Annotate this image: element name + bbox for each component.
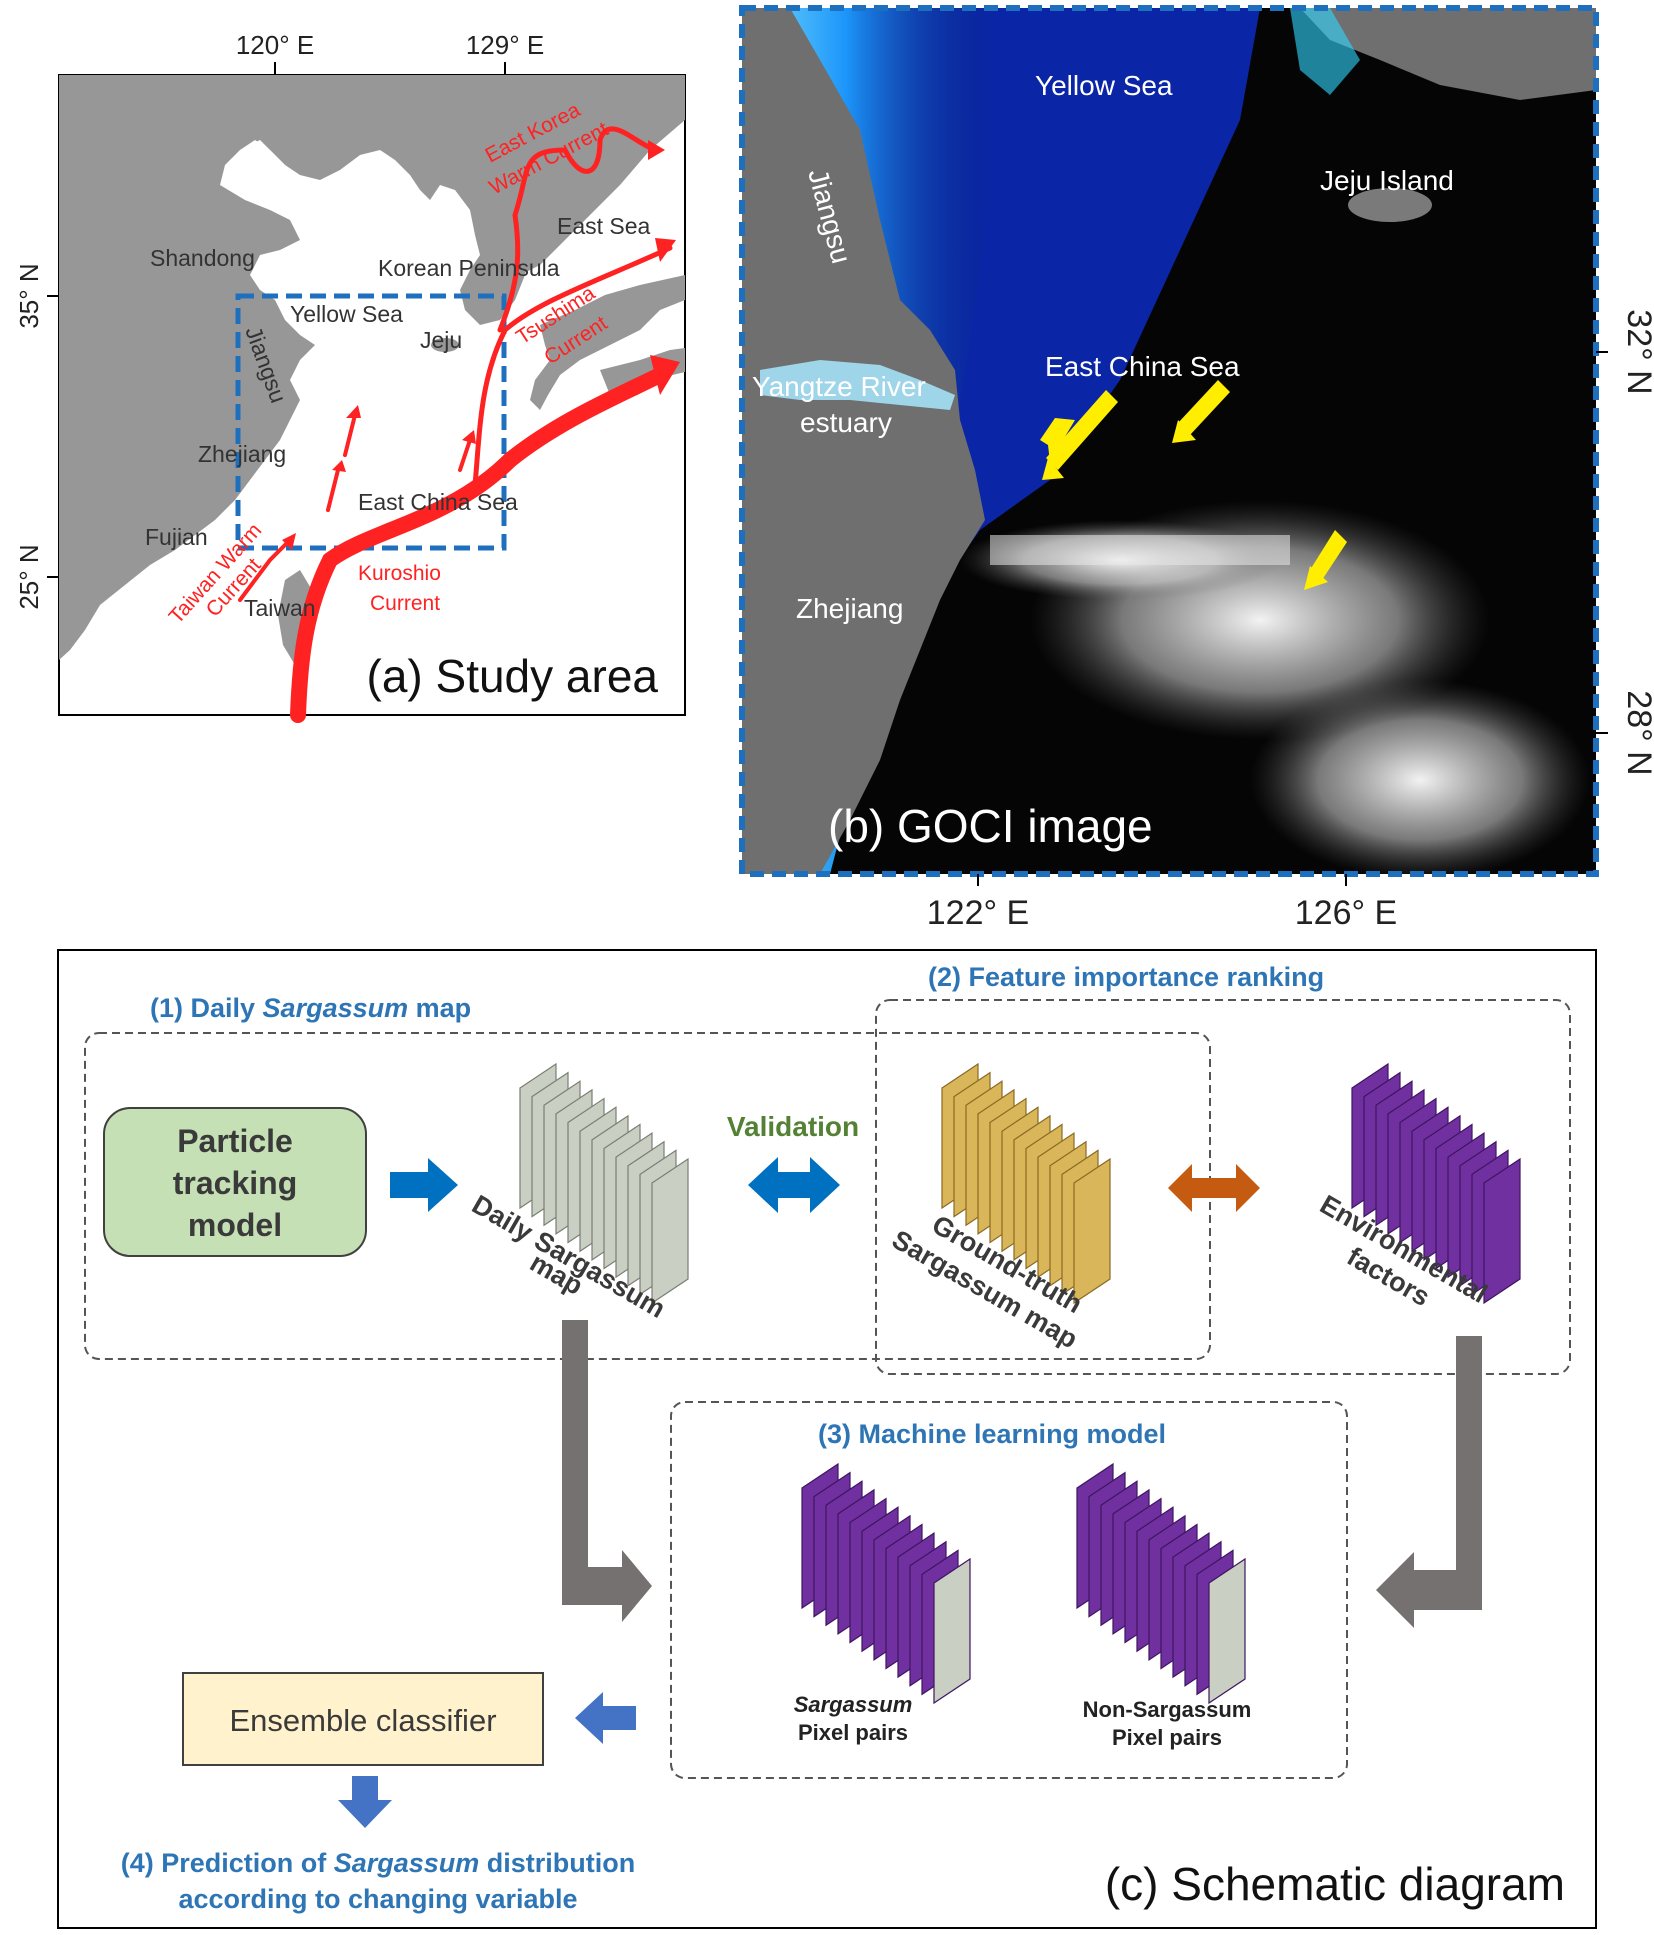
right-tick-32: 32° N: [1620, 309, 1654, 394]
panel-c-schematic: (1) Daily Sargassum map (2) Feature impo…: [57, 949, 1597, 1929]
china-land: [742, 8, 985, 874]
arrow-to-daily-map: [390, 1158, 458, 1212]
correlation-arrow: [1168, 1164, 1260, 1212]
panel-a-study-area: 120° E 129° E 35° N 25° N Shandong Korea…: [14, 30, 686, 723]
stack-layer: [1073, 1157, 1111, 1305]
b-label-jeju-island: Jeju Island: [1320, 165, 1454, 196]
bottom-tick-122: 122° E: [927, 894, 1029, 932]
stack-layer: [651, 1157, 689, 1305]
validation-label: Validation: [727, 1111, 859, 1142]
particle-tracking-box: [103, 1107, 367, 1257]
yangtze-channel: [760, 360, 955, 410]
b-label-yangtze-1: Yangtze River: [752, 371, 926, 402]
stack-ground-truth-map: [941, 1062, 1111, 1305]
tsushima-current: [472, 245, 673, 488]
small-current-3: [458, 438, 472, 472]
svg-text:Current: Current: [370, 592, 440, 615]
small-current-2: [343, 413, 357, 457]
right-tick-28: 28° N: [1620, 690, 1654, 775]
stack-environmental-factors: [1351, 1062, 1521, 1305]
korea-land: [1300, 8, 1596, 100]
taiwan-warm-current: [238, 538, 292, 602]
label-taiwan: Taiwan: [244, 595, 316, 621]
step1-title: (1) Daily Sargassum map: [150, 993, 471, 1023]
label-korean-peninsula: Korean Peninsula: [378, 255, 560, 281]
stack-layer: [1208, 1557, 1246, 1705]
group-feature-ranking: [875, 999, 1571, 1375]
b-label-yangtze-2: estuary: [800, 407, 892, 438]
validation-arrow: [748, 1157, 840, 1213]
step2-title: (2) Feature importance ranking: [928, 962, 1324, 992]
ensemble-classifier-label: Ensemble classifier: [229, 1703, 496, 1738]
label-yellow-sea: Yellow Sea: [290, 301, 403, 327]
sargassum-arrows: [1040, 380, 1347, 590]
land-mass: [59, 75, 685, 665]
panel-b-goci-image: Yellow Sea Jeju Island Jiangsu East Chin…: [739, 5, 1654, 932]
stack-layer: [1483, 1157, 1521, 1305]
svg-text:Kuroshio: Kuroshio: [358, 562, 441, 585]
panel-a-caption: (a) Study area: [367, 650, 659, 702]
step3-title: (3) Machine learning model: [818, 1419, 1166, 1449]
label-fujian: Fujian: [145, 524, 208, 550]
left-tick-25: 25° N: [14, 544, 44, 609]
sarg-pairs-label-2: Pixel pairs: [798, 1720, 908, 1745]
label-zhejiang: Zhejiang: [198, 441, 286, 467]
panel-b-caption: (b) GOCI image: [828, 800, 1153, 852]
stack-daily-sargassum-map: [519, 1062, 689, 1305]
kuroshio-current: [290, 367, 668, 723]
bottom-tick-126: 126° E: [1295, 894, 1397, 932]
label-east-china-sea: East China Sea: [358, 489, 518, 515]
label-jeju: Jeju: [420, 327, 462, 353]
label-shandong: Shandong: [150, 245, 255, 271]
pixel-pair-labels: Sargassum Pixel pairs Non-Sargassum Pixe…: [794, 1692, 1252, 1750]
arrow-to-prediction: [338, 1776, 392, 1828]
stack-non-sargassum-pixel-pairs: [1076, 1462, 1246, 1705]
svg-text:Particle: Particle: [177, 1123, 293, 1159]
arrow-to-ensemble: [575, 1692, 636, 1744]
svg-text:tracking: tracking: [173, 1165, 297, 1201]
current-arrowheads: [282, 140, 680, 550]
panel-c-caption: (c) Schematic diagram: [1105, 1858, 1565, 1910]
svg-text:model: model: [188, 1207, 282, 1243]
stack-layer: [933, 1557, 971, 1705]
small-current-1: [326, 468, 340, 512]
top-tick-120: 120° E: [236, 30, 314, 60]
east-korea-warm-current: [497, 126, 663, 333]
stack-sargassum-pixel-pairs: [801, 1462, 971, 1705]
label-east-sea: East Sea: [557, 213, 651, 239]
step4-title-line1: (4) Prediction of Sargassum distribution: [121, 1848, 636, 1878]
b-label-zhejiang: Zhejiang: [796, 593, 903, 624]
panel-b-frame: [739, 5, 1599, 877]
jeju-island: [1348, 188, 1432, 222]
gray-arrow-left: [562, 1320, 652, 1622]
gray-arrow-right: [1376, 1336, 1482, 1628]
left-tick-35: 35° N: [14, 263, 44, 328]
ensemble-classifier-box: [182, 1672, 544, 1766]
study-box: [235, 293, 507, 551]
top-tick-129: 129° E: [466, 30, 544, 60]
sarg-pairs-label-1: Sargassum: [794, 1692, 913, 1717]
currents: [238, 126, 673, 723]
nonsarg-pairs-label-1: Non-Sargassum: [1083, 1697, 1252, 1722]
step4-title-line2: according to changing variable: [178, 1884, 577, 1914]
b-label-east-china-sea: East China Sea: [1045, 351, 1240, 382]
b-label-yellow-sea: Yellow Sea: [1035, 70, 1173, 101]
nonsarg-pairs-label-2: Pixel pairs: [1112, 1725, 1222, 1750]
particle-tracking-label: Particle tracking model: [173, 1123, 297, 1243]
